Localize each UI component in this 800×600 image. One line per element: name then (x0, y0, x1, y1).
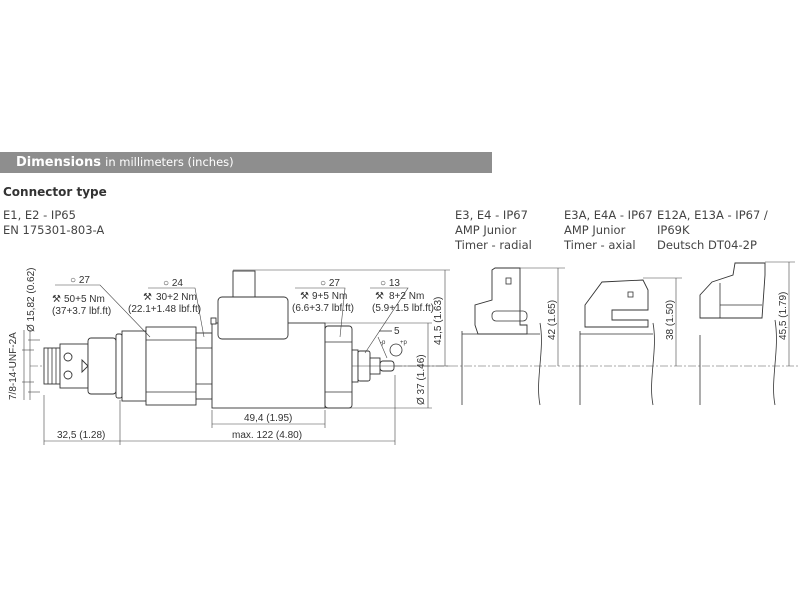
insert-length-dimension: 32,5 (1.28) (57, 430, 105, 441)
connector-variant: Timer - radial (455, 238, 532, 252)
connector-stem (232, 270, 256, 300)
torque-label: 8+2 Nm (389, 291, 424, 302)
wrench-icon: ⚒ (143, 292, 152, 303)
wrench-icon: ⚒ (52, 294, 61, 305)
torque-callouts: ○ 27 ⚒ 50+5 Nm (37+3.7 lbf.ft) ○ 24 ⚒ 30… (52, 275, 434, 359)
connector-name: E12A, E13A - IP67 / IP69K (657, 208, 768, 237)
side-view-deutsch: 45,5 (1.79) (699, 261, 795, 406)
torque-label: 30+2 Nm (156, 292, 197, 303)
torque-label: 50+5 Nm (64, 294, 105, 305)
small-diameter-dimension: Ø 15,82 (0.62) (26, 268, 37, 332)
coil-diameter-dimension: Ø 37 (1.46) (416, 354, 427, 405)
connector-housing (217, 296, 289, 340)
valve-main-view (43, 270, 395, 409)
side-view-amp-axial: 38 (1.50) (579, 277, 682, 406)
section-subtitle: in millimeters (inches) (105, 155, 234, 169)
connector-label-e12a: E12A, E13A - IP67 / IP69K Deutsch DT04-2… (657, 208, 800, 253)
torque-imperial-label: (6.6+3.7 lbf.ft) (292, 303, 354, 314)
connector-standard: Deutsch DT04-2P (657, 238, 757, 252)
section-header: Dimensions in millimeters (inches) (0, 152, 492, 173)
thread-dimension: 7/8-14-UNF-2A (8, 332, 19, 400)
side-view-amp-radial: 42 (1.65) (461, 267, 565, 406)
allen-key-size: 5 (394, 326, 400, 337)
torque-label: 9+5 Nm (312, 291, 347, 302)
side-view-height-dimension: 45,5 (1.79) (778, 292, 789, 340)
hex-nut-27 (145, 326, 197, 406)
connector-name: E3A, E4A - IP67 (564, 208, 653, 222)
coil-length-dimension: 49,4 (1.95) (244, 413, 292, 424)
connector-name: E3, E4 - IP67 (455, 208, 528, 222)
side-view-height-dimension: 38 (1.50) (665, 300, 676, 340)
hex-nut-24 (195, 332, 213, 400)
cartridge-sleeve (87, 337, 117, 395)
hex-nut-27-right (324, 325, 353, 409)
connector-label-e3a: E3A, E4A - IP67 AMP Junior Timer - axial (564, 208, 653, 253)
connector-variant: Timer - axial (564, 238, 636, 252)
torque-imperial-label: (37+3.7 lbf.ft) (52, 306, 111, 317)
height-dimension: 41,5 (1.63) (433, 297, 444, 345)
adjust-plus-label: +p (400, 340, 408, 346)
wrench-size-label: ○ 27 (320, 278, 340, 289)
connector-name: E1, E2 - IP65 (3, 208, 76, 222)
connector-label-e3: E3, E4 - IP67 AMP Junior Timer - radial (455, 208, 532, 253)
side-view-height-dimension: 42 (1.65) (547, 300, 558, 340)
torque-imperial-label: (22.1+1.48 lbf.ft) (128, 304, 201, 315)
rotation-arrow-icon (389, 343, 403, 357)
adjust-minus-label: -p (380, 340, 386, 346)
torque-imperial-label: (5.9+1.5 lbf.ft) (372, 303, 434, 314)
max-length-dimension: max. 122 (4.80) (232, 430, 302, 441)
connector-label-e1: E1, E2 - IP65 EN 175301-803-A (3, 208, 104, 238)
connector-type-heading: Connector type (3, 185, 107, 199)
connector-standard: EN 175301-803-A (3, 223, 105, 237)
wrench-icon: ⚒ (300, 291, 309, 302)
wrench-size-label: ○ 24 (163, 278, 183, 289)
section-title: Dimensions (16, 155, 101, 170)
connector-standard: AMP Junior (455, 223, 517, 237)
dimensions-main: 7/8-14-UNF-2A Ø 15,82 (0.62) 49,4 (1.95)… (8, 268, 450, 445)
wrench-size-label: ○ 13 (380, 278, 400, 289)
wrench-icon: ⚒ (375, 291, 384, 302)
connector-standard: AMP Junior (564, 223, 626, 237)
wrench-size-label: ○ 27 (70, 275, 90, 286)
